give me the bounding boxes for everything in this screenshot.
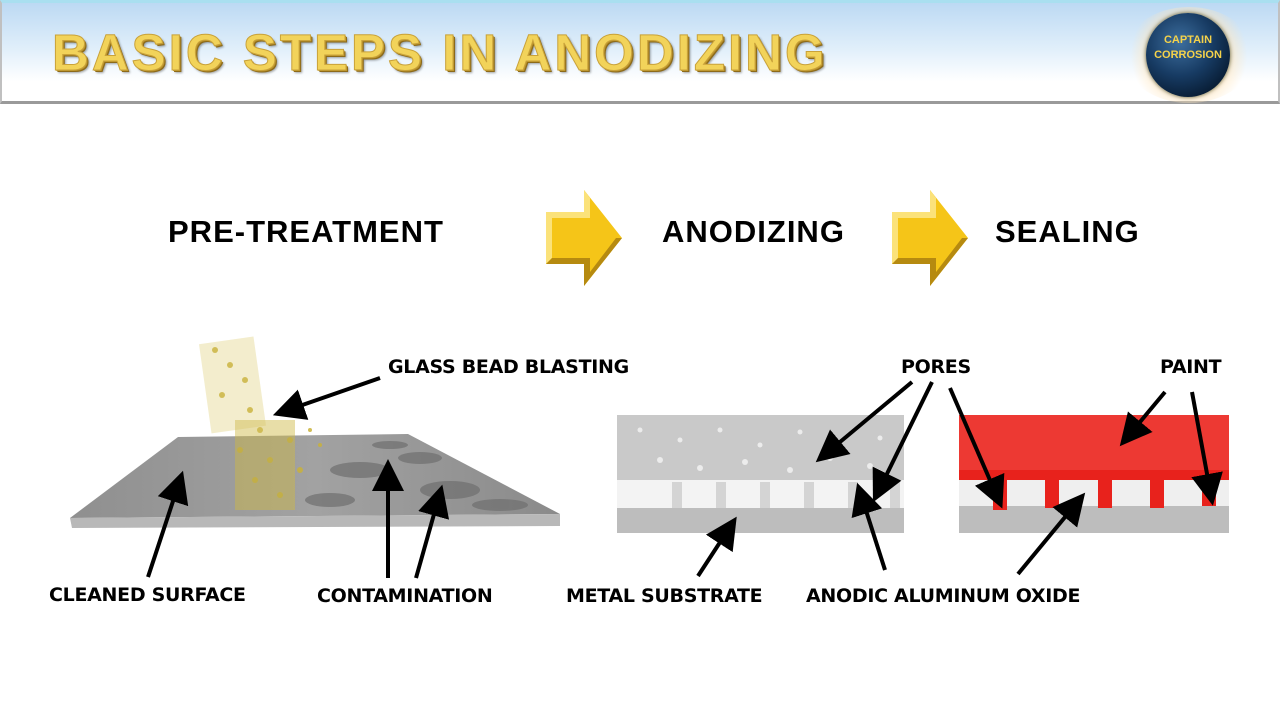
logo-line2: CORROSION — [1154, 49, 1222, 61]
step-pretreatment: PRE-TREATMENT — [168, 214, 444, 249]
right-arrow-icon — [892, 190, 968, 286]
label-anodic-aluminum-oxide: ANODIC ALUMINUM OXIDE — [806, 585, 1081, 607]
label-contamination: CONTAMINATION — [317, 585, 493, 607]
annotation-arrows — [146, 376, 1223, 579]
header-banner: BASIC STEPS IN ANODIZING CAPTAIN CORROSI… — [0, 0, 1280, 104]
logo: CAPTAIN CORROSION — [1124, 7, 1254, 103]
right-arrow-icon — [546, 190, 622, 286]
globe-icon — [1146, 13, 1230, 97]
step-anodizing: ANODIZING — [662, 214, 845, 249]
step-sealing: SEALING — [995, 214, 1140, 249]
label-cleaned-surface: CLEANED SURFACE — [49, 584, 246, 606]
pretreatment-plate — [70, 434, 560, 528]
page-title: BASIC STEPS IN ANODIZING — [52, 24, 828, 82]
label-paint: PAINT — [1160, 356, 1222, 378]
sealing-block — [959, 415, 1229, 533]
glass-beads — [198, 336, 322, 510]
anodizing-block — [617, 415, 904, 533]
label-pores: PORES — [901, 356, 971, 378]
logo-line1: CAPTAIN — [1163, 34, 1213, 46]
label-glass-bead-blasting: GLASS BEAD BLASTING — [388, 356, 629, 378]
label-metal-substrate: METAL SUBSTRATE — [566, 585, 763, 607]
logo-text: CAPTAIN CORROSION — [1146, 33, 1230, 63]
